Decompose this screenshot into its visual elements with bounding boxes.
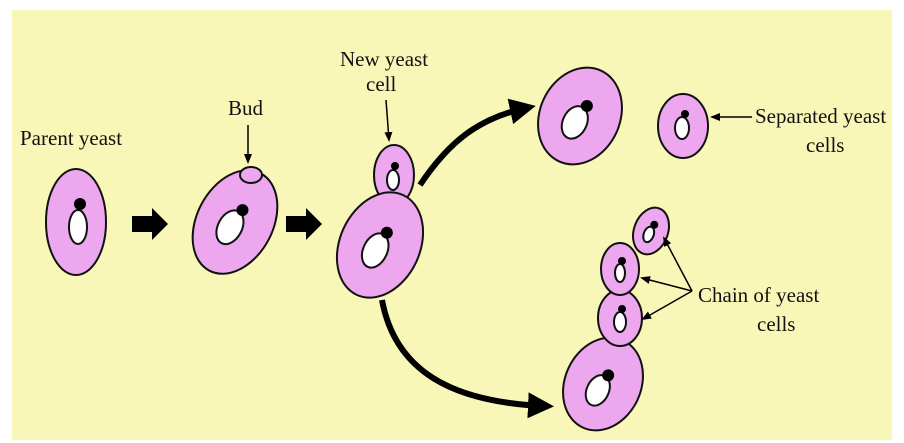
label-new-yeast-line2: cell: [366, 72, 396, 96]
label-chain-line1: Chain of yeast: [698, 283, 819, 307]
label-chain-line2: cells: [757, 312, 795, 336]
label-parent-yeast: Parent yeast: [20, 126, 122, 150]
label-bud: Bud: [228, 96, 264, 120]
separated-cell-small: [658, 94, 708, 158]
label-separated-line1: Separated yeast: [755, 104, 886, 128]
chain-cell-2: [601, 243, 639, 295]
bud: [240, 167, 262, 183]
parent-yeast-cell: [46, 169, 106, 275]
label-separated-line2: cells: [806, 133, 844, 157]
chain-cell-3: [598, 290, 642, 346]
label-new-yeast-line1: New yeast: [340, 47, 428, 71]
